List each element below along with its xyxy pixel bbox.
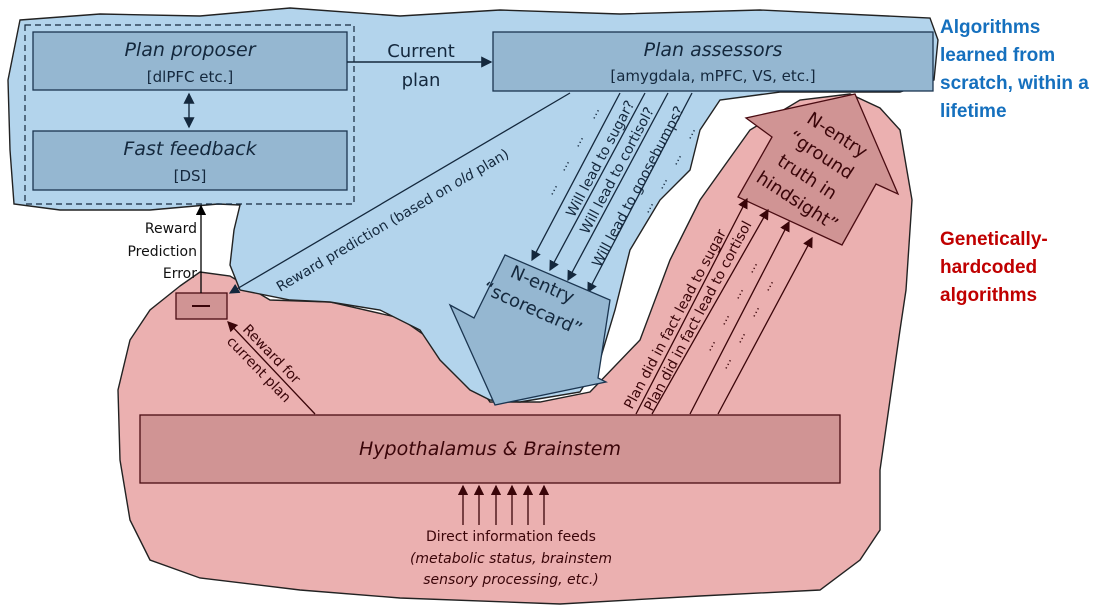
direct-feed-arrows	[457, 484, 550, 525]
plan-assessors-box: Plan assessors [amygdala, mPFC, VS, etc.…	[492, 31, 934, 92]
rpe-label-line1: Reward	[145, 221, 197, 237]
will-lead-to-cortisol-arrow	[549, 92, 646, 272]
fast-feedback-subtitle: [DS]	[174, 167, 207, 185]
ellipsis-3: …	[568, 132, 586, 149]
plan-assessors-title: Plan assessors	[644, 39, 783, 61]
fast-feedback-title: Fast feedback	[123, 138, 257, 160]
direct-feeds-title: Direct information feeds	[426, 529, 596, 545]
ellipsis-9: …	[700, 336, 718, 353]
plan-proposer-box: Plan proposer [dlPFC etc.]	[32, 31, 348, 91]
scorecard-arrow: N-entry “scorecard”	[448, 254, 611, 406]
ground-truth-input-arrow-3	[689, 220, 790, 415]
ellipsis-16: …	[758, 276, 776, 293]
current-plan-label-line2: plan	[402, 70, 441, 91]
ellipsis-12: …	[742, 258, 760, 275]
rpe-label-line3: Error	[163, 266, 197, 282]
ground-truth-input-arrow-4	[717, 236, 813, 415]
ellipsis-5: …	[638, 198, 656, 215]
ellipsis-4: …	[584, 104, 602, 121]
ellipsis-11: …	[728, 284, 746, 301]
did-lead-to-cortisol-arrow	[651, 208, 769, 415]
did-lead-to-sugar-arrow	[635, 197, 748, 415]
current-plan-label-line1: Current	[387, 41, 455, 62]
plan-assessors-subtitle: [amygdala, mPFC, VS, etc.]	[610, 67, 815, 85]
will-lead-to-goosebumps-arrow	[567, 92, 669, 282]
assessor-output-arrow-extra	[587, 92, 693, 294]
legend-hardcoded: Genetically-hardcoded algorithms	[940, 229, 1048, 306]
ellipsis-2: …	[554, 156, 572, 173]
ellipsis-6: …	[652, 174, 670, 191]
subtractor-box	[175, 292, 228, 320]
ellipsis-8: …	[680, 124, 698, 141]
ellipsis-14: …	[730, 328, 748, 345]
ellipsis-1: …	[542, 180, 560, 197]
fast-feedback-box: Fast feedback [DS]	[32, 130, 348, 191]
direct-feeds-detail-line1: (metabolic status, brainstem	[410, 551, 612, 567]
reward-for-plan-arrow	[227, 321, 316, 415]
ellipsis-13: …	[716, 354, 734, 371]
rpe-label-line2: Prediction	[127, 244, 197, 260]
direct-feeds-detail-line2: sensory processing, etc.)	[423, 572, 599, 588]
plan-proposer-title: Plan proposer	[124, 39, 256, 61]
ellipsis-15: …	[744, 302, 762, 319]
hypothalamus-brainstem-box: Hypothalamus & Brainstem	[139, 414, 841, 484]
reward-prediction-arrow	[228, 92, 571, 294]
cortex-group-outline	[24, 24, 355, 205]
will-lead-to-sugar-arrow	[531, 92, 621, 262]
legend-learned: Algorithms learned from scratch, within …	[940, 17, 1089, 122]
plan-proposer-subtitle: [dlPFC etc.]	[147, 68, 233, 86]
hypothalamus-brainstem-title: Hypothalamus & Brainstem	[359, 438, 621, 460]
ellipsis-7: …	[666, 150, 684, 167]
ellipsis-10: …	[714, 310, 732, 327]
